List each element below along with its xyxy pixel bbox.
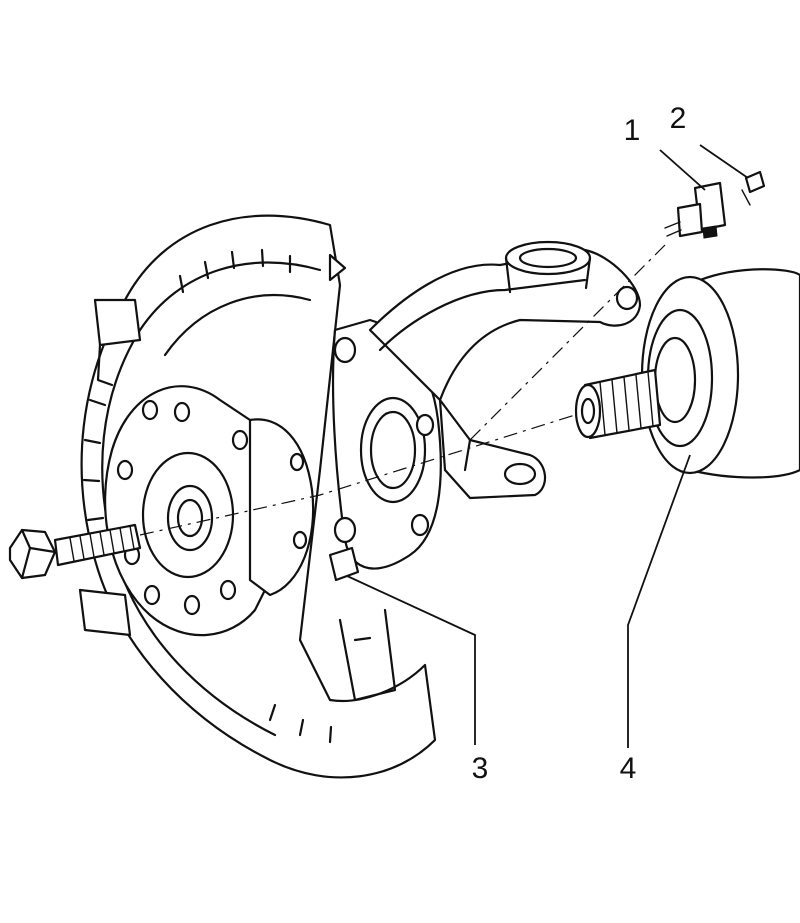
sensor-screw [741, 170, 766, 206]
leader-line-4 [627, 454, 691, 748]
wheel-bearing-marker [328, 546, 360, 582]
wheel-hub-flange [104, 385, 315, 637]
leader-line-2 [699, 144, 749, 179]
callout-4: 4 [620, 752, 637, 785]
disc-vent-slots [82, 248, 333, 744]
drive-shaft [574, 268, 800, 479]
abs-sensor [664, 181, 727, 239]
leader-line-3 [344, 574, 476, 745]
assembly-axes [139, 244, 666, 536]
leader-line-1 [659, 149, 706, 191]
callout-1: 1 [624, 114, 641, 147]
callout-2: 2 [670, 102, 687, 135]
hub-bolt [8, 523, 142, 580]
steering-knuckle [331, 240, 642, 570]
leader-lines [344, 144, 749, 748]
callout-3: 3 [472, 752, 489, 785]
